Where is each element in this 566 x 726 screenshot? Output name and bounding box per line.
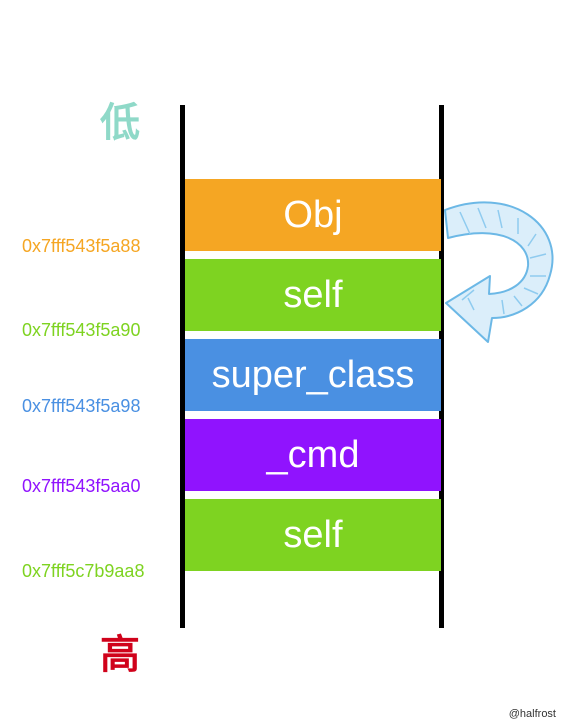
address-label: 0x7fff5c7b9aa8 <box>22 561 145 581</box>
stack-block-super-class: super_class <box>185 339 441 411</box>
address-label: 0x7fff543f5aa0 <box>22 476 141 496</box>
stack-block-self-2: self <box>185 499 441 571</box>
address-label: 0x7fff543f5a90 <box>22 320 141 340</box>
address-label: 0x7fff543f5a98 <box>22 396 141 416</box>
credit-text: @halfrost <box>508 708 556 720</box>
stack-right-border <box>439 105 444 628</box>
stack-block-self: self <box>185 259 441 331</box>
address-label: 0x7fff543f5a88 <box>22 236 141 256</box>
stack-block-cmd: _cmd <box>185 419 441 491</box>
label-low: 低 <box>100 100 140 146</box>
curved-return-arrow-icon <box>444 201 554 343</box>
label-high: 高 <box>100 632 140 678</box>
arrow-shape <box>444 201 554 343</box>
stack-left-border <box>180 105 185 628</box>
stack-block-obj: Obj <box>185 179 441 251</box>
